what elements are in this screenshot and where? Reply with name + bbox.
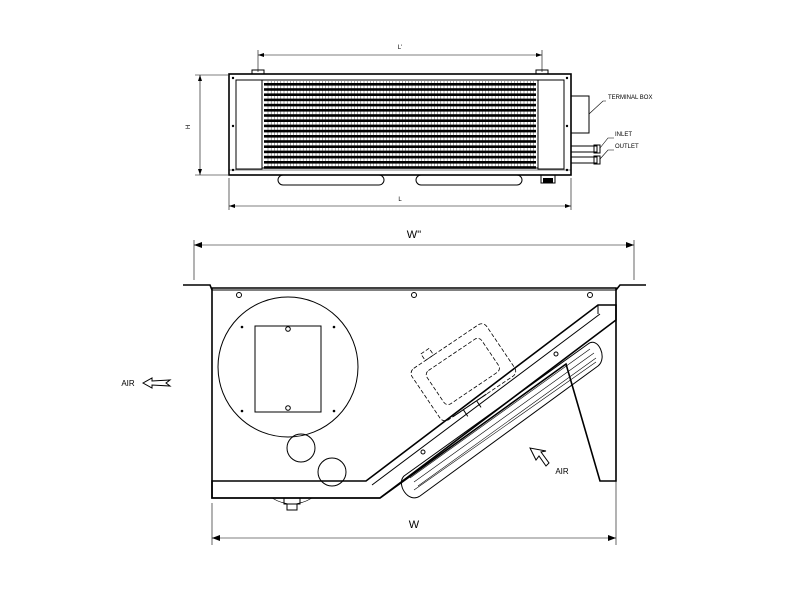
terminal-box: [570, 95, 590, 134]
slanted-coil: [211, 304, 617, 499]
terminal-box-label: TERMINAL BOX: [608, 95, 652, 101]
fan-guard: [217, 296, 359, 438]
dimension-h: H: [186, 74, 228, 176]
dimension-w-double-prime: W'': [193, 229, 635, 280]
dimension-l-label: L: [398, 197, 402, 203]
dimension-l: L: [228, 178, 572, 210]
dimension-h-label: H: [186, 125, 192, 129]
dimension-w: W: [211, 322, 617, 545]
outlet-label: OUTLET: [615, 144, 639, 150]
dimension-l-prime: L': [257, 45, 543, 72]
front-elevation-view: L' H: [186, 45, 652, 210]
dimension-w-double-prime-label: W'': [407, 229, 422, 241]
motor-cylinder: [400, 341, 603, 499]
air-in-arrow: AIR: [529, 447, 569, 476]
inlet-label: INLET: [615, 132, 632, 138]
air-out-arrow: AIR: [121, 377, 172, 389]
air-left-label: AIR: [121, 379, 135, 388]
dimension-l-prime-label: L': [398, 45, 402, 51]
dimension-w-label: W: [409, 519, 420, 531]
side-section-view: W'': [121, 229, 646, 545]
pipe-connections: INLET OUTLET: [570, 132, 639, 165]
coil-fins: [261, 79, 539, 169]
terminal-box-section: [410, 323, 517, 422]
air-right-label: AIR: [555, 467, 569, 476]
